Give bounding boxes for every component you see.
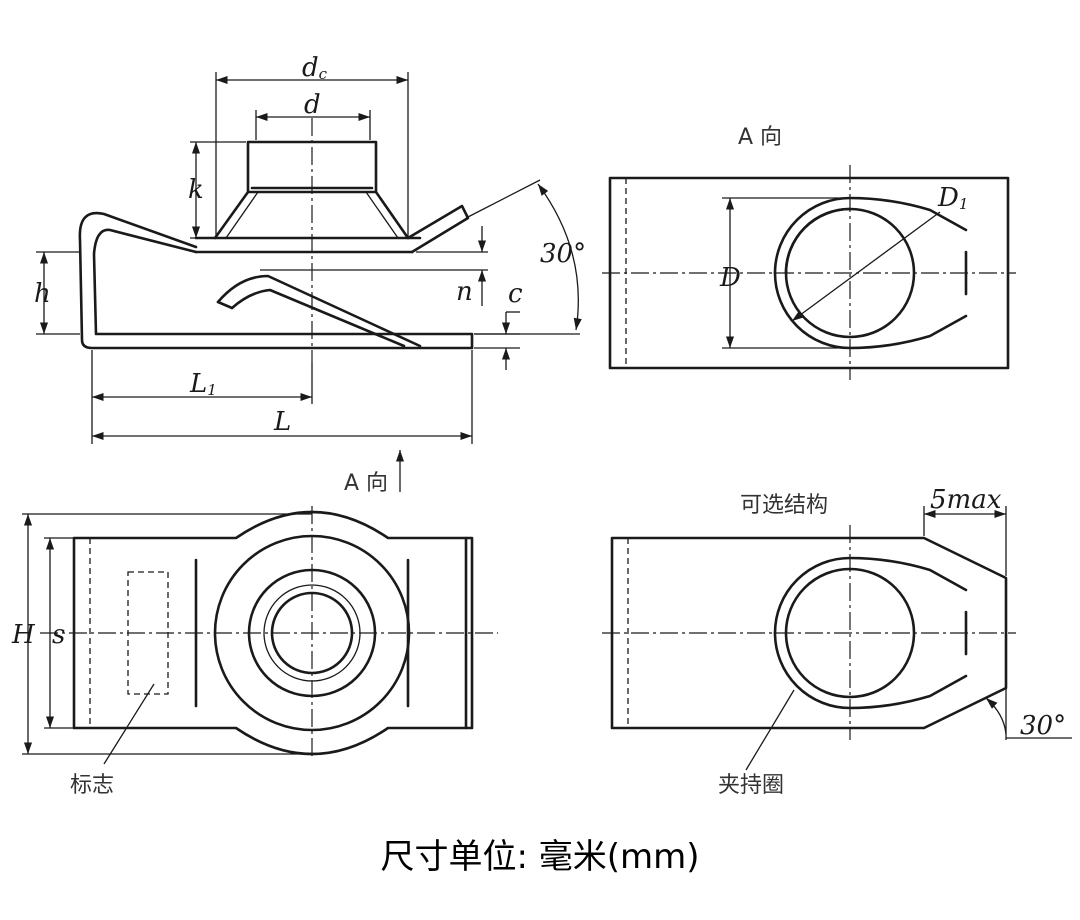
top-view: A 向 H s 标志 xyxy=(11,450,498,798)
n-label: n xyxy=(456,277,473,307)
h-label: h xyxy=(34,279,51,309)
dc-label: dc xyxy=(302,53,328,83)
five-max-label: 5max xyxy=(930,485,1002,515)
angle-30-opt-label: 30° xyxy=(1020,711,1066,741)
view-a-arrow-label: A 向 xyxy=(344,471,388,496)
view-a-title: A 向 xyxy=(738,125,782,150)
c-label: c xyxy=(508,279,523,309)
marking-label: 标志 xyxy=(70,773,114,798)
optional-structure-view: 可选结构 5max 30° 夹持圈 xyxy=(602,485,1072,798)
s-label: s xyxy=(52,620,65,650)
D1-label: D1 xyxy=(937,183,968,213)
view-a: A 向 D D1 xyxy=(602,125,1016,380)
L1-label: L1 xyxy=(189,369,217,399)
clamp-ring-label: 夹持圈 xyxy=(718,773,784,798)
angle-30-label: 30° xyxy=(540,239,586,269)
D-label: D xyxy=(719,263,741,293)
H-label: H xyxy=(11,620,36,650)
units-caption: 尺寸单位: 毫米(mm) xyxy=(380,837,699,877)
k-label: k xyxy=(188,175,204,205)
optional-structure-title: 可选结构 xyxy=(740,493,828,518)
front-view: dc d k 30° h n c L1 L xyxy=(34,53,586,444)
d-label: d xyxy=(304,90,321,120)
L-label: L xyxy=(273,407,291,437)
